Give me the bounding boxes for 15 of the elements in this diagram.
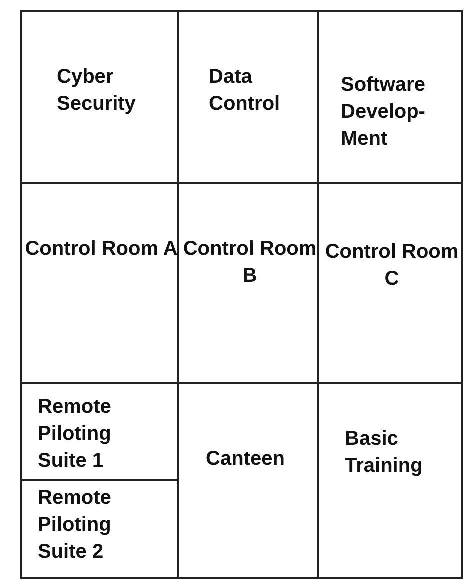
room-label: Control Room A <box>24 237 179 262</box>
room-label: Software Develop-Ment <box>341 73 426 152</box>
room-area <box>317 382 463 579</box>
room-label: Canteen <box>206 447 286 472</box>
room-label: Cyber Security <box>57 65 137 117</box>
room-label: Remote Piloting Suite 1 <box>38 395 112 474</box>
room-label: Data Control <box>209 65 282 117</box>
room-label: Remote Piloting Suite 2 <box>38 486 112 565</box>
room-area <box>20 10 179 184</box>
room-area <box>317 10 463 184</box>
room-label: Control Room B <box>182 237 318 289</box>
room-area <box>20 479 179 579</box>
room-area <box>20 182 179 384</box>
room-label: Basic Training <box>345 427 424 479</box>
room-label: Control Room C <box>324 240 460 292</box>
